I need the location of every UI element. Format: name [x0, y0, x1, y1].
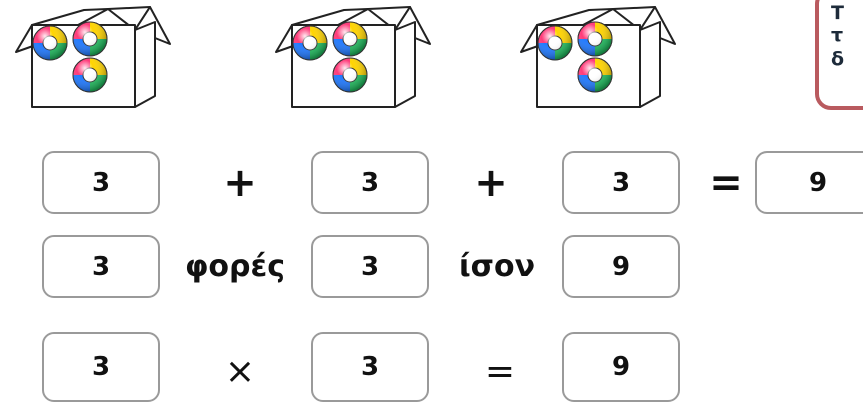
product-value: 9 [611, 352, 631, 382]
ball-box-1 [10, 0, 185, 112]
product-box: 9 [562, 332, 680, 402]
times-word: φορές [184, 249, 286, 284]
factor-word-1-value: 3 [91, 251, 111, 282]
ball-1 [292, 25, 328, 61]
factor-2-value: 3 [360, 352, 380, 382]
factor-box-1: 3 [42, 332, 160, 402]
product-word-box: 9 [562, 235, 680, 298]
plus-sign-1: + [223, 159, 257, 206]
note-line-3: δ [831, 48, 845, 70]
factor-word-2-value: 3 [360, 251, 380, 282]
factor-1-value: 3 [91, 352, 111, 382]
instruction-note: Τ τ δ [815, 0, 863, 110]
equals-sign-2: = [484, 351, 516, 392]
product-word-value: 9 [611, 251, 631, 282]
addend-box-3: 3 [562, 151, 680, 214]
note-line-1: Τ [831, 2, 844, 24]
factor-word-box-2: 3 [311, 235, 429, 298]
ball-1 [32, 25, 68, 61]
addend-box-2: 3 [311, 151, 429, 214]
ball-3 [72, 57, 108, 93]
addend-1-value: 3 [91, 167, 111, 198]
ball-box-3 [515, 0, 690, 112]
factor-word-box-1: 3 [42, 235, 160, 298]
addend-3-value: 3 [611, 167, 631, 198]
ball-2 [72, 21, 108, 57]
box-drawing [275, 6, 431, 108]
box-drawing [520, 6, 676, 108]
ball-3 [332, 57, 368, 93]
sum-box: 9 [755, 151, 863, 214]
factor-box-2: 3 [311, 332, 429, 402]
box-drawing [15, 6, 171, 108]
ball-2 [332, 21, 368, 57]
ball-2 [577, 21, 613, 57]
sum-value: 9 [809, 167, 828, 198]
equals-word: ίσον [458, 249, 536, 284]
plus-sign-2: + [474, 159, 508, 206]
times-sign: × [224, 351, 256, 392]
addend-2-value: 3 [360, 167, 380, 198]
ball-1 [537, 25, 573, 61]
note-line-2: τ [831, 24, 844, 46]
addend-box-1: 3 [42, 151, 160, 214]
equals-sign-1: = [709, 159, 743, 206]
ball-3 [577, 57, 613, 93]
ball-box-2 [270, 0, 445, 112]
